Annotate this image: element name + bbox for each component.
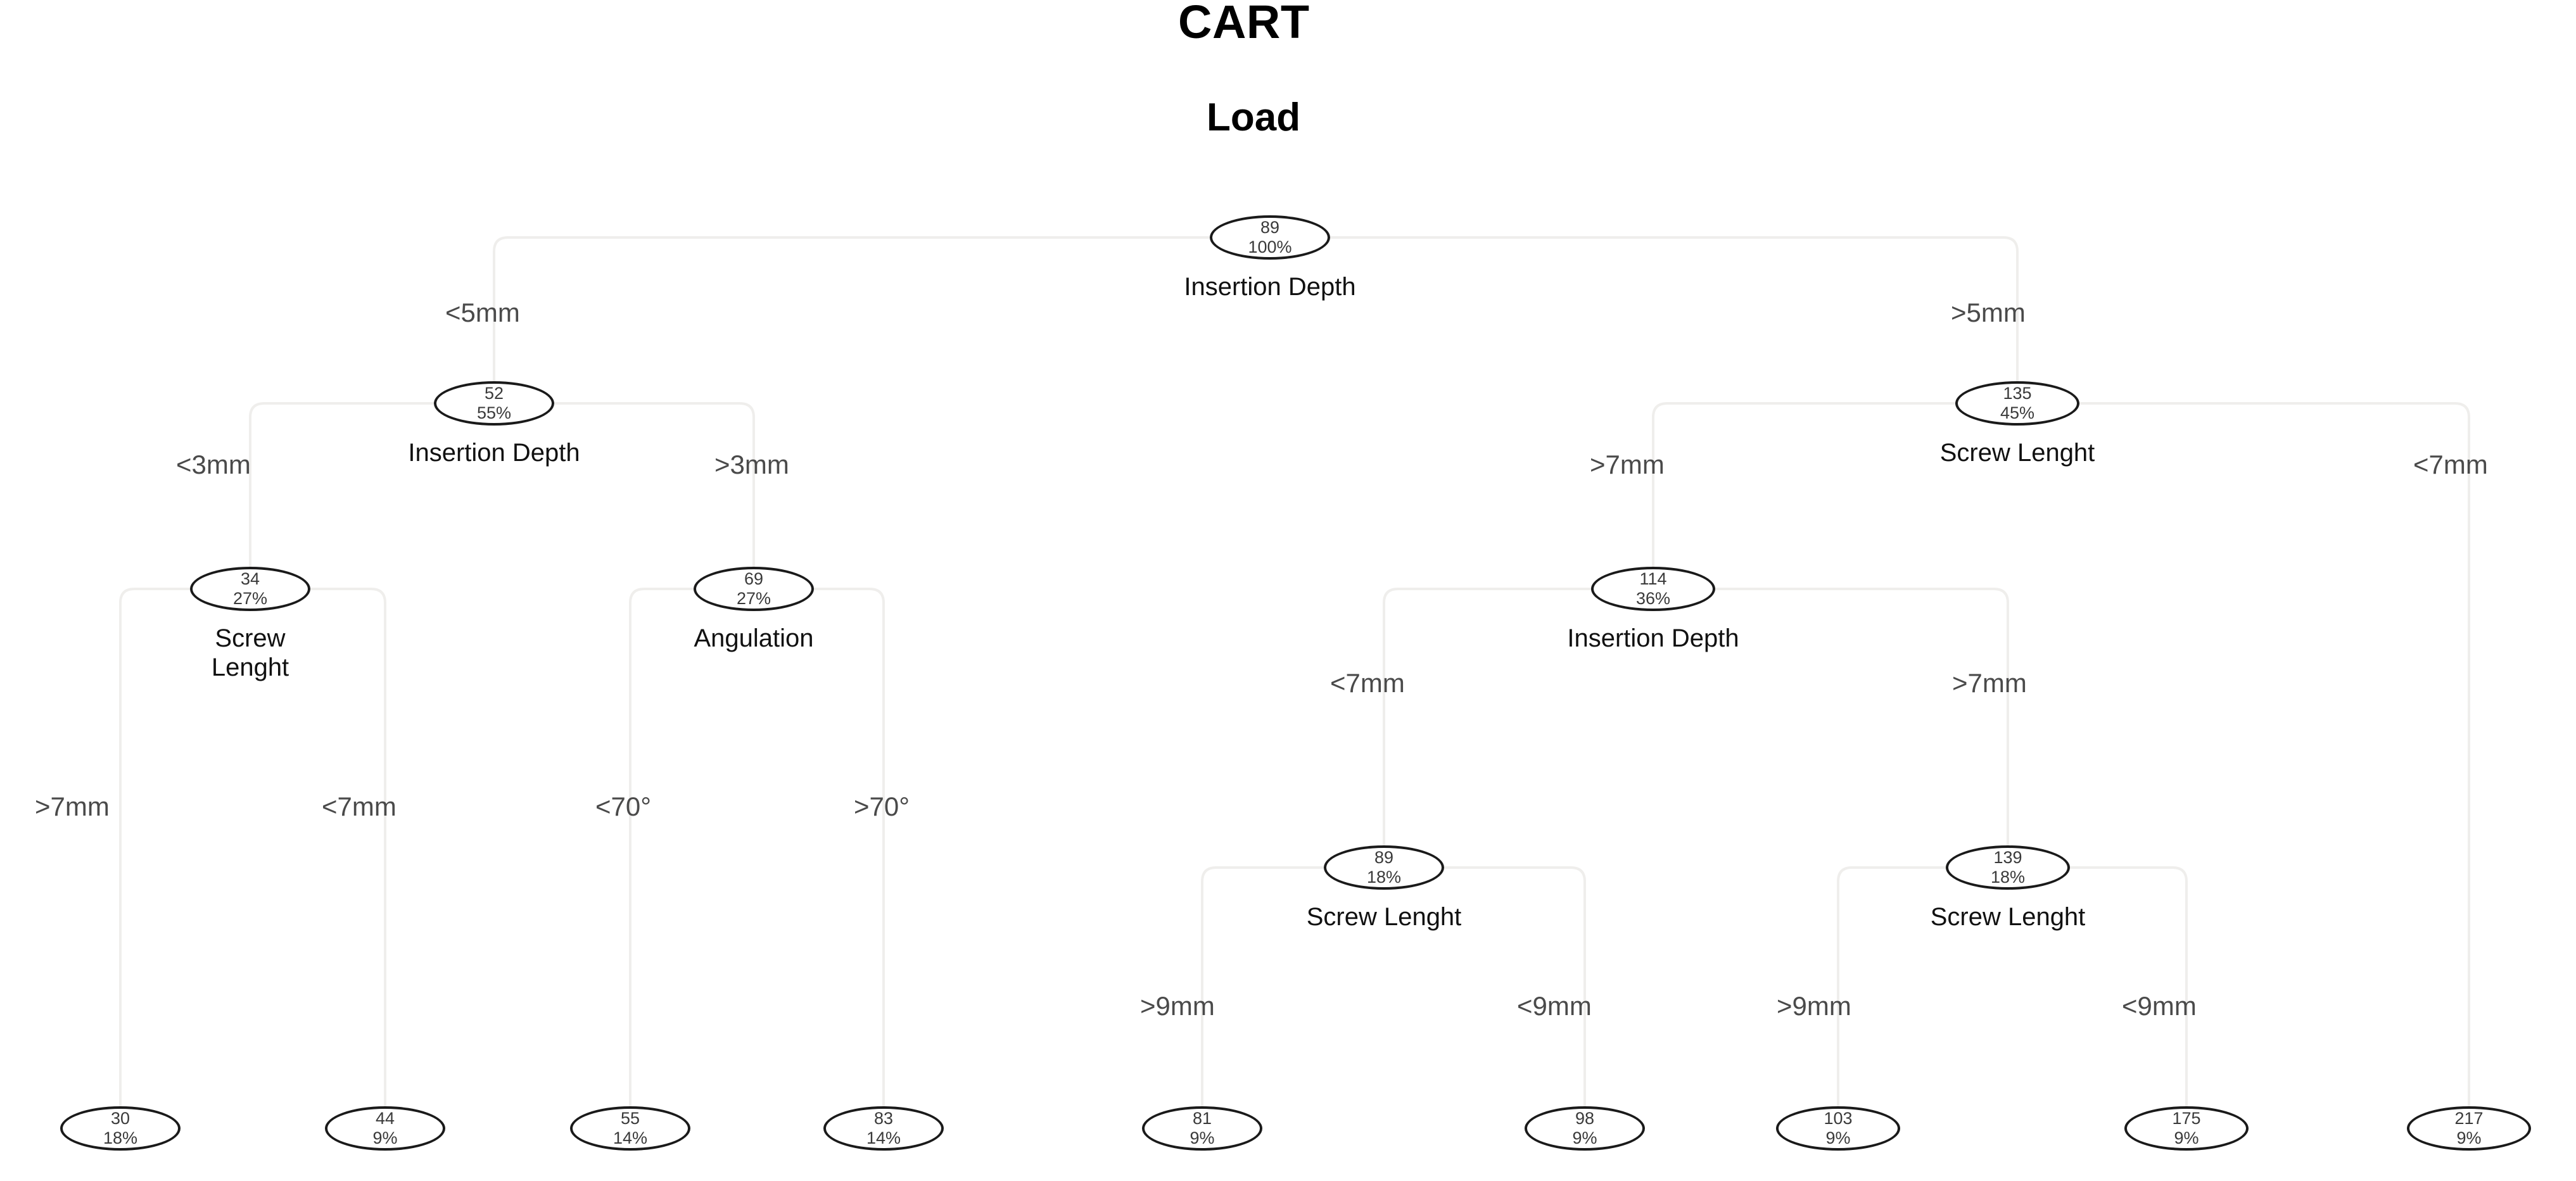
node-split-variable-label: Insertion Depth <box>1184 273 1356 301</box>
node-percent: 18% <box>103 1128 138 1147</box>
node-percent: 27% <box>232 589 268 608</box>
edge-condition-label: <7mm <box>322 792 397 821</box>
tree-edge-connector <box>249 402 434 567</box>
node-count: 69 <box>744 569 764 588</box>
node-count: 55 <box>620 1108 640 1128</box>
tree-edge-connector <box>1330 236 2019 381</box>
node-percent: 55% <box>476 403 512 422</box>
edge-condition-label: <9mm <box>1517 991 1592 1021</box>
tree-edge-connector <box>814 588 885 1106</box>
edge-condition-label: <9mm <box>2122 991 2197 1021</box>
tree-edge-connector <box>310 588 386 1106</box>
edge-condition-label: >7mm <box>1590 450 1665 479</box>
node-percent: 18% <box>1990 868 2026 887</box>
tree-edge-connector <box>1383 588 1591 845</box>
node-count: 83 <box>873 1108 894 1128</box>
node-count: 175 <box>2172 1108 2201 1128</box>
edge-condition-label: <5mm <box>445 298 520 327</box>
node-count: 103 <box>1824 1108 1853 1128</box>
node-count: 139 <box>1993 847 2022 867</box>
node-percent: 9% <box>2456 1128 2482 1147</box>
node-count: 81 <box>1192 1108 1212 1128</box>
node-split-variable-label: Angulation <box>694 624 814 652</box>
tree-edge-connector <box>1652 402 1955 567</box>
node-count: 89 <box>1374 847 1394 867</box>
node-count: 30 <box>110 1108 130 1128</box>
node-percent: 14% <box>866 1128 901 1147</box>
tree-edge-connector <box>119 588 190 1106</box>
tree-edge-connector <box>629 588 694 1106</box>
node-percent: 18% <box>1366 868 1402 887</box>
tree-edge-connector <box>2079 402 2470 1106</box>
edge-condition-label: >9mm <box>1777 991 1851 1021</box>
node-percent: 45% <box>2000 403 2035 422</box>
tree-edge-connector <box>1444 866 1586 1106</box>
node-split-variable-label: Insertion Depth <box>1567 624 1739 652</box>
tree-edge-connector <box>2070 866 2188 1106</box>
node-percent: 9% <box>1190 1128 1215 1147</box>
node-split-variable-label: Screw Lenght <box>1939 439 2095 467</box>
edge-condition-label: <7mm <box>2413 450 2488 479</box>
edge-condition-label: <3mm <box>176 450 251 479</box>
node-count: 114 <box>1639 569 1667 588</box>
edge-condition-label: <70° <box>595 792 652 821</box>
node-count: 34 <box>240 569 260 588</box>
edge-condition-label: >9mm <box>1140 991 1215 1021</box>
node-percent: 27% <box>736 589 771 608</box>
node-count: 98 <box>1575 1108 1595 1128</box>
node-percent: 14% <box>612 1128 648 1147</box>
node-percent: 9% <box>2174 1128 2199 1147</box>
node-split-variable-label: Screw Lenght <box>1306 903 1462 931</box>
node-count: 135 <box>2003 383 2032 403</box>
node-split-variable-label: Screw Lenght <box>1930 903 2086 931</box>
edge-condition-label: >3mm <box>714 450 789 479</box>
edge-condition-label: >5mm <box>1951 298 2026 327</box>
node-count: 52 <box>484 383 504 403</box>
node-count: 44 <box>375 1108 395 1128</box>
node-percent: 9% <box>1572 1128 1597 1147</box>
node-percent: 100% <box>1248 237 1292 256</box>
node-count: 217 <box>2454 1108 2484 1128</box>
edge-condition-label: >7mm <box>35 792 110 821</box>
tree-edge-connector <box>1201 866 1324 1106</box>
page-title: CART <box>1178 0 1310 48</box>
page-subtitle: Load <box>1207 96 1301 139</box>
edge-condition-label: >70° <box>854 792 910 821</box>
node-percent: 9% <box>372 1128 398 1147</box>
edge-condition-label: <7mm <box>1330 668 1405 698</box>
tree-edge-connector <box>554 402 755 567</box>
node-percent: 36% <box>1635 589 1671 608</box>
node-count: 89 <box>1260 217 1280 237</box>
tree-edge-connector <box>1837 866 1946 1106</box>
edge-condition-label: >7mm <box>1952 668 2027 698</box>
tree-edge-connector <box>1715 588 2009 845</box>
node-percent: 9% <box>1825 1128 1851 1147</box>
tree-edge-connector <box>493 236 1210 381</box>
node-split-variable-label: Screw Lenght <box>211 624 289 681</box>
node-split-variable-label: Insertion Depth <box>408 439 580 467</box>
